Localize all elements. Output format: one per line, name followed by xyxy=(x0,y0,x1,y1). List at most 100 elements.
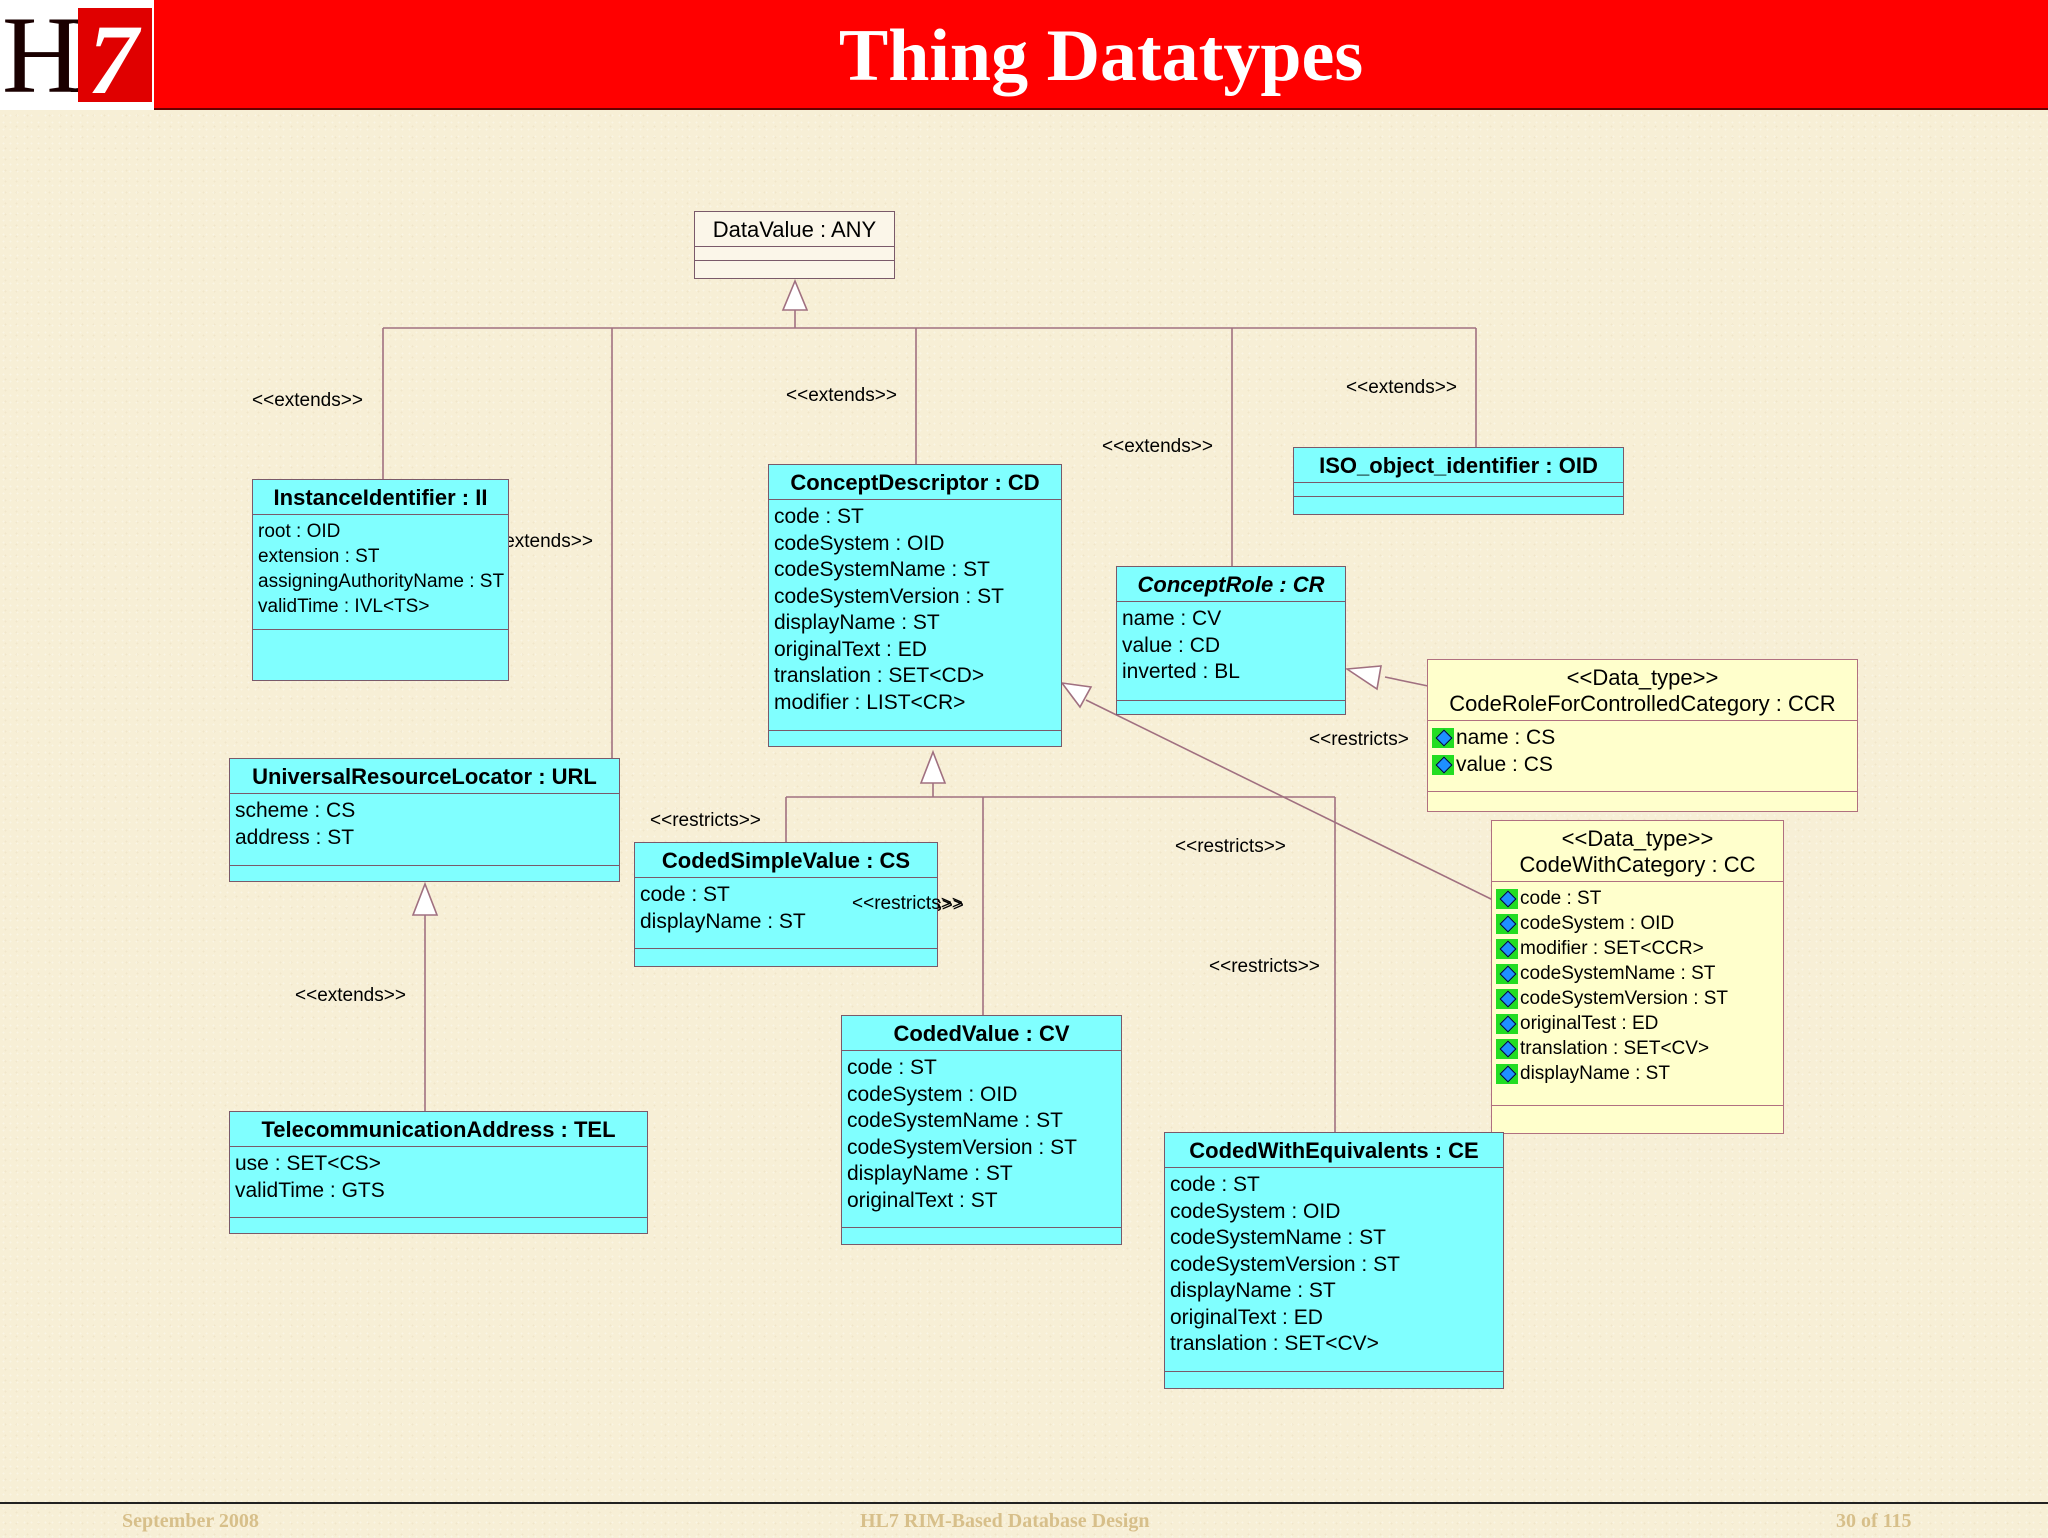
attr: translation : SET<CD> xyxy=(774,664,985,687)
hl7-logo: HL 7 xyxy=(0,0,154,110)
attr: originalText : ST xyxy=(847,1188,998,1212)
footer-page-number: 30 of 115 xyxy=(1836,1510,1912,1532)
class-iso-object-identifier[interactable]: ISO_object_identifier : OID xyxy=(1293,447,1624,515)
class-cc-name: CodeWithCategory : CC xyxy=(1519,852,1756,877)
attr: codeSystemVersion : ST xyxy=(774,584,1004,608)
extends-label-cd: <<extends>> xyxy=(786,385,897,406)
attr-row: value : CS xyxy=(1432,752,1852,779)
logo-seven-text: 7 xyxy=(88,4,138,110)
attr-row: originalTest : ED xyxy=(1496,1011,1778,1036)
footer-center-title: HL7 RIM-Based Database Design xyxy=(860,1510,1150,1532)
ccr-to-cr-arrowhead xyxy=(1344,665,1382,691)
class-concept-descriptor[interactable]: ConceptDescriptor : CD code : ST codeSys… xyxy=(768,464,1062,747)
class-cs-name: CodedSimpleValue : CS xyxy=(635,843,937,878)
attr: codeSystem : OID xyxy=(847,1082,1018,1106)
class-code-role-for-controlled-category[interactable]: <<Data_type>> CodeRoleForControlledCateg… xyxy=(1427,659,1858,812)
slide-footer: September 2008 HL7 RIM-Based Database De… xyxy=(0,1502,2048,1538)
attr-row: name : CS xyxy=(1432,725,1852,752)
attr: translation : SET<CV> xyxy=(1520,1038,1710,1059)
attribute-icon xyxy=(1432,754,1454,775)
attr: originalText : ED xyxy=(1170,1305,1323,1329)
page-title: Thing Datatypes xyxy=(838,15,1364,97)
class-cs-attrs: code : ST displayName : ST xyxy=(635,878,937,949)
class-cv-name: CodedValue : CV xyxy=(842,1016,1121,1051)
ccr-link-line xyxy=(1384,676,1429,687)
attr: code : ST xyxy=(1520,888,1602,909)
restricts-label-cs-inner: <<restricts>> xyxy=(852,893,963,914)
attr-row: code : ST xyxy=(1496,886,1778,911)
attribute-icon xyxy=(1496,1013,1518,1034)
attr-row: displayName : ST xyxy=(1496,1061,1778,1086)
class-oid-name: ISO_object_identifier : OID xyxy=(1294,448,1623,483)
class-ce-name: CodedWithEquivalents : CE xyxy=(1165,1133,1503,1168)
class-universal-resource-locator[interactable]: UniversalResourceLocator : URL scheme : … xyxy=(229,758,620,882)
class-telecommunication-address[interactable]: TelecommunicationAddress : TEL use : SET… xyxy=(229,1111,648,1234)
attr: codeSystemVersion : ST xyxy=(1520,988,1729,1009)
attribute-icon xyxy=(1496,963,1518,984)
attribute-icon xyxy=(1496,938,1518,959)
class-instance-identifier[interactable]: InstanceIdentifier : II root : OID exten… xyxy=(252,479,509,681)
attribute-icon xyxy=(1496,913,1518,934)
class-datavalue[interactable]: DataValue : ANY xyxy=(694,211,895,279)
extends-label-ii: <<extends>> xyxy=(252,390,363,411)
attr: codeSystem : OID xyxy=(1520,913,1675,934)
title-bar: Thing Datatypes xyxy=(154,0,2048,110)
extends-label-tel: <<extends>> xyxy=(295,985,406,1006)
class-ii-attrs: root : OID extension : ST assigningAutho… xyxy=(253,515,508,630)
attr: displayName : ST xyxy=(1520,1063,1670,1084)
restricts-label-ccr: <<restricts> xyxy=(1309,729,1409,750)
class-url-attrs: scheme : CS address : ST xyxy=(230,794,619,866)
class-code-with-category[interactable]: <<Data_type>> CodeWithCategory : CC code… xyxy=(1491,820,1784,1134)
attr: translation : SET<CV> xyxy=(1170,1332,1379,1355)
class-coded-simple-value[interactable]: CodedSimpleValue : CS code : ST displayN… xyxy=(634,842,938,967)
extends-label-cr: <<extends>> xyxy=(1102,436,1213,457)
attr: inverted : BL xyxy=(1122,660,1240,683)
class-ccr-attrs: name : CS value : CS xyxy=(1428,721,1857,792)
extends-label-url: <<extends>> xyxy=(482,531,593,552)
class-coded-with-equivalents[interactable]: CodedWithEquivalents : CE code : ST code… xyxy=(1164,1132,1504,1389)
attr-row: codeSystemName : ST xyxy=(1496,961,1778,986)
attr: scheme : CS xyxy=(235,799,356,822)
attr: codeSystemName : ST xyxy=(1520,963,1716,984)
cc-to-cd-arrowhead xyxy=(1060,681,1093,709)
attribute-icon xyxy=(1496,988,1518,1009)
attr: value : CS xyxy=(1456,752,1553,776)
attr-row: codeSystemVersion : ST xyxy=(1496,986,1778,1011)
class-cc-header: <<Data_type>> CodeWithCategory : CC xyxy=(1492,821,1783,882)
attr: code : ST xyxy=(1170,1173,1260,1196)
attr: assigningAuthorityName : ST xyxy=(258,571,505,592)
attr: codeSystemVersion : ST xyxy=(1170,1252,1400,1276)
restricts-label-cs: <<restricts>> xyxy=(650,810,761,831)
class-ccr-header: <<Data_type>> CodeRoleForControlledCateg… xyxy=(1428,660,1857,721)
class-coded-value[interactable]: CodedValue : CV code : ST codeSystem : O… xyxy=(841,1015,1122,1245)
class-ccr-stereotype: <<Data_type>> xyxy=(1566,665,1719,690)
url-arrowhead xyxy=(411,881,439,916)
class-concept-role[interactable]: ConceptRole : CR name : CV value : CD in… xyxy=(1116,566,1346,715)
class-datavalue-attrs xyxy=(695,247,894,261)
attr: displayName : ST xyxy=(640,909,806,933)
attr: validTime : IVL<TS> xyxy=(258,596,430,617)
attr: code : ST xyxy=(640,883,730,906)
cc-link-line xyxy=(1085,699,1494,901)
class-oid-attrs xyxy=(1294,483,1623,497)
attr: codeSystemVersion : ST xyxy=(847,1135,1077,1159)
attr: codeSystem : OID xyxy=(774,531,945,555)
attr-row: modifier : SET<CCR> xyxy=(1496,936,1778,961)
attribute-icon xyxy=(1496,888,1518,909)
class-cd-attrs: code : ST codeSystem : OID codeSystemNam… xyxy=(769,500,1061,731)
attr: originalTest : ED xyxy=(1520,1013,1659,1034)
class-datavalue-name: DataValue : ANY xyxy=(695,212,894,247)
attr: name : CV xyxy=(1122,607,1222,630)
footer-date: September 2008 xyxy=(122,1510,259,1532)
attr-row: translation : SET<CV> xyxy=(1496,1036,1778,1061)
attr: value : CD xyxy=(1122,633,1221,657)
class-cr-attrs: name : CV value : CD inverted : BL xyxy=(1117,602,1345,701)
class-cc-attrs: code : ST codeSystem : OID modifier : SE… xyxy=(1492,882,1783,1106)
attr: displayName : ST xyxy=(1170,1279,1336,1302)
class-tel-attrs: use : SET<CS> validTime : GTS xyxy=(230,1147,647,1218)
class-ii-name: InstanceIdentifier : II xyxy=(253,480,508,515)
attr: codeSystem : OID xyxy=(1170,1199,1341,1223)
attribute-icon xyxy=(1432,728,1454,749)
attr: validTime : GTS xyxy=(235,1178,385,1202)
